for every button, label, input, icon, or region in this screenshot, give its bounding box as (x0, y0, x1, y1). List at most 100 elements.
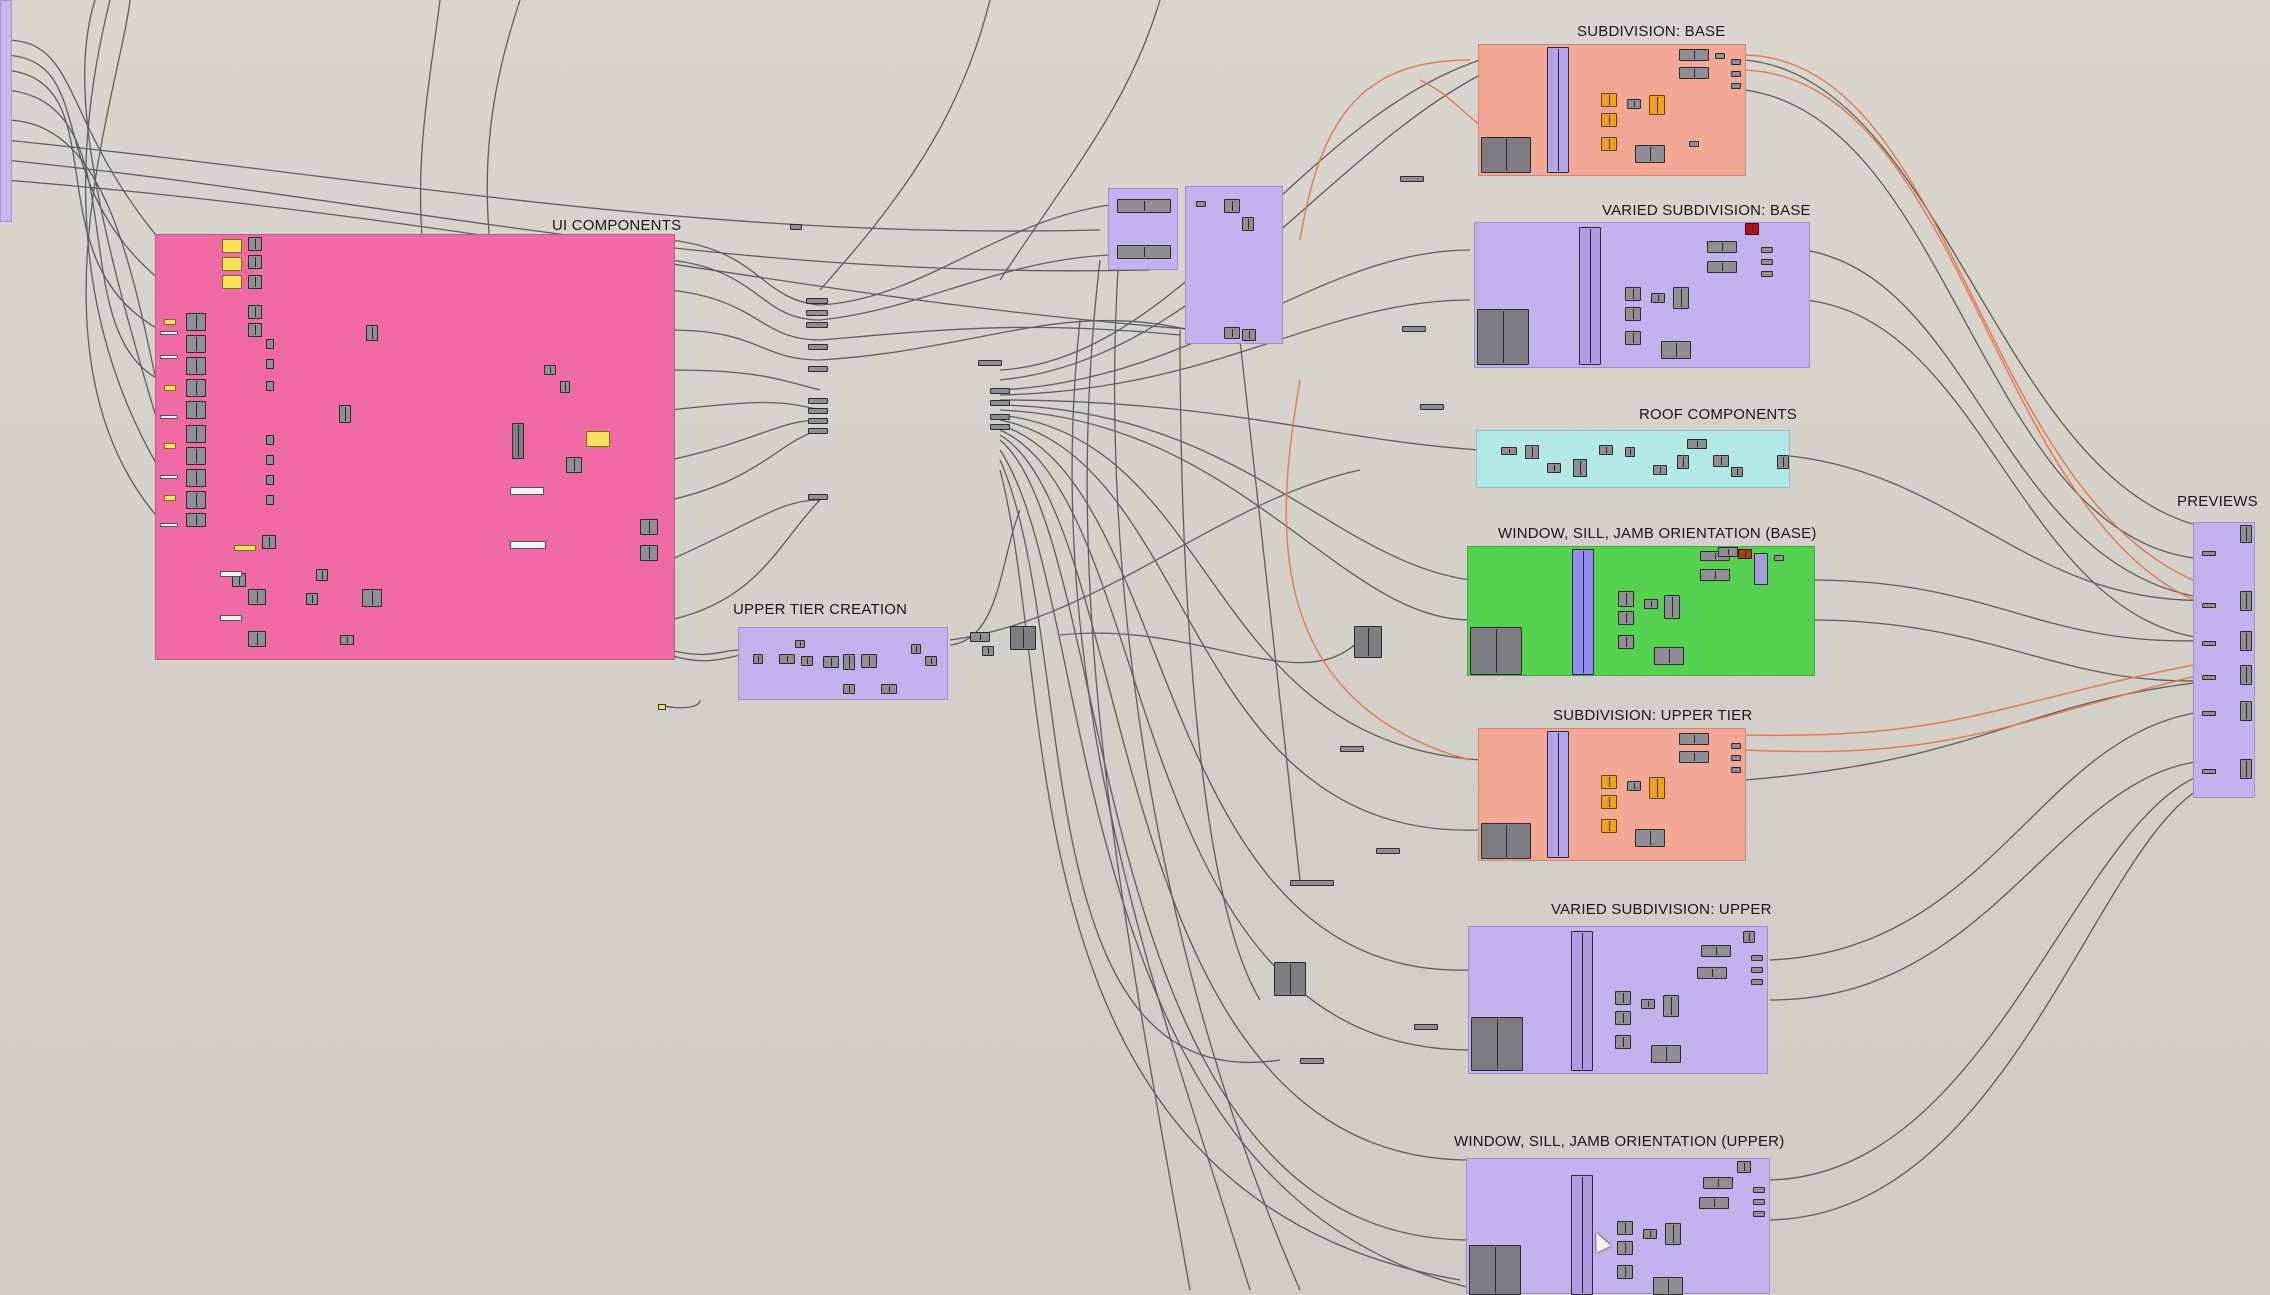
component[interactable] (911, 644, 921, 654)
component[interactable] (1625, 447, 1635, 457)
component[interactable] (1224, 327, 1240, 339)
component[interactable] (1641, 999, 1655, 1009)
param[interactable] (1754, 553, 1768, 585)
component[interactable] (186, 335, 206, 353)
param[interactable] (2202, 675, 2216, 680)
component[interactable] (1643, 1229, 1657, 1239)
param[interactable] (808, 344, 828, 350)
component[interactable] (1635, 145, 1665, 163)
component[interactable] (1663, 995, 1679, 1017)
component[interactable] (1679, 751, 1709, 763)
component[interactable] (1777, 455, 1789, 469)
panel[interactable] (160, 475, 178, 479)
component[interactable] (1525, 445, 1539, 459)
param[interactable] (1761, 271, 1773, 277)
component[interactable] (186, 425, 206, 443)
component[interactable] (339, 405, 351, 423)
component[interactable] (1653, 1277, 1683, 1295)
param[interactable] (806, 310, 828, 316)
component[interactable] (640, 545, 658, 561)
component[interactable] (801, 656, 813, 666)
component[interactable] (1010, 626, 1036, 650)
component[interactable] (186, 513, 206, 527)
panel[interactable] (220, 615, 242, 621)
component[interactable] (1618, 611, 1634, 625)
param[interactable] (1601, 137, 1617, 151)
panel[interactable] (510, 487, 544, 495)
component[interactable] (1679, 67, 1709, 79)
param[interactable] (1601, 93, 1617, 107)
group-left-edge[interactable] (0, 0, 12, 222)
component[interactable] (1701, 945, 1731, 957)
component[interactable] (1501, 447, 1517, 455)
component[interactable] (512, 423, 524, 459)
component[interactable] (186, 313, 206, 331)
component[interactable] (1242, 329, 1256, 341)
component[interactable] (753, 654, 763, 664)
component[interactable] (248, 631, 266, 647)
param[interactable] (1731, 767, 1741, 773)
component[interactable] (1547, 731, 1569, 858)
component[interactable] (861, 654, 877, 668)
param[interactable] (1196, 201, 1206, 207)
component[interactable] (1617, 1265, 1633, 1279)
preview-component[interactable] (2240, 591, 2252, 611)
component[interactable] (1707, 261, 1737, 273)
param[interactable] (1420, 404, 1444, 410)
component[interactable] (266, 359, 274, 369)
component[interactable] (1477, 309, 1529, 365)
component[interactable] (1644, 599, 1658, 609)
group-mid-b[interactable] (1185, 186, 1283, 344)
component[interactable] (1117, 199, 1171, 213)
component[interactable] (266, 455, 274, 465)
slider[interactable] (234, 545, 256, 551)
group-roof-components[interactable] (1476, 430, 1790, 488)
component[interactable] (366, 325, 378, 341)
component[interactable] (266, 381, 274, 391)
component[interactable] (248, 237, 262, 251)
component[interactable] (362, 589, 382, 607)
param[interactable] (1731, 83, 1741, 89)
group-wsj-upper[interactable] (1466, 1158, 1770, 1295)
component[interactable] (982, 646, 994, 656)
component[interactable] (266, 435, 274, 445)
param[interactable] (1400, 176, 1424, 182)
preview-component[interactable] (2240, 631, 2252, 651)
param[interactable] (1649, 95, 1665, 115)
component[interactable] (1481, 137, 1531, 173)
component[interactable] (1617, 1241, 1633, 1255)
param[interactable] (1601, 819, 1617, 833)
slider[interactable] (222, 275, 242, 289)
preview-component[interactable] (2240, 701, 2252, 721)
component[interactable] (1707, 241, 1737, 253)
component[interactable] (186, 469, 206, 487)
panel[interactable] (160, 355, 178, 359)
group-previews[interactable] (2193, 522, 2255, 798)
param[interactable] (1731, 59, 1741, 65)
component[interactable] (1661, 341, 1691, 359)
component[interactable] (1481, 823, 1531, 859)
component[interactable] (1697, 967, 1727, 979)
slider[interactable] (164, 385, 176, 391)
component[interactable] (1470, 627, 1522, 675)
param[interactable] (978, 360, 1002, 366)
param[interactable] (808, 366, 828, 372)
param[interactable] (1715, 53, 1725, 59)
error-component[interactable] (1738, 549, 1752, 559)
component[interactable] (186, 357, 206, 375)
param[interactable] (808, 398, 828, 404)
param[interactable] (1376, 848, 1400, 854)
component[interactable] (1627, 781, 1641, 791)
param[interactable] (990, 400, 1010, 406)
component[interactable] (1651, 293, 1665, 303)
component[interactable] (1117, 245, 1171, 259)
panel[interactable] (160, 331, 178, 335)
param[interactable] (2202, 641, 2216, 646)
component[interactable] (1625, 331, 1641, 345)
param[interactable] (1753, 1199, 1765, 1205)
param[interactable] (1340, 746, 1364, 752)
group-mid-a[interactable] (1108, 188, 1178, 270)
param[interactable] (808, 428, 828, 434)
component[interactable] (560, 381, 570, 393)
